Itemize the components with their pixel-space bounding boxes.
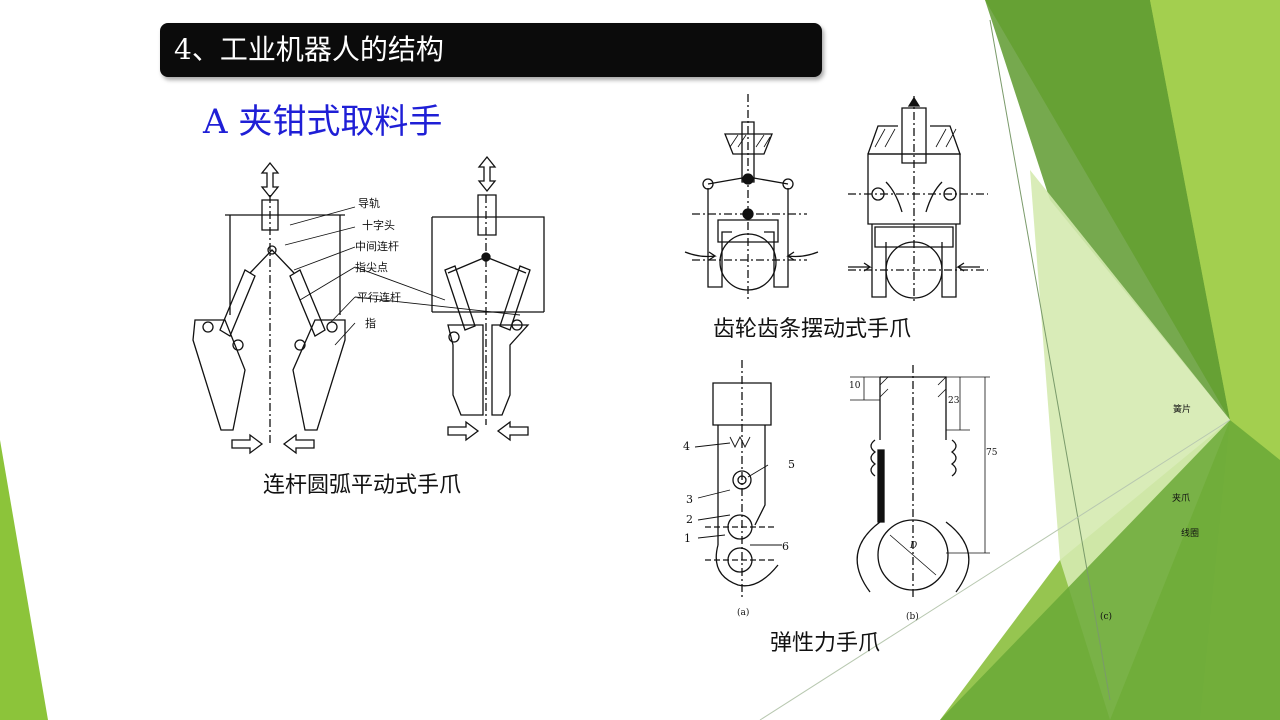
part-number-2: 2: [686, 513, 693, 526]
gripper-body: [432, 217, 544, 312]
dim-lines: [850, 377, 990, 575]
joint: [743, 174, 753, 184]
arrow-left: [848, 263, 870, 271]
close-arrow-right: [498, 422, 528, 440]
deco-thin-line: [989, 19, 1111, 701]
pivot: [295, 340, 305, 350]
slide-title: 4、工业机器人的结构: [174, 33, 444, 66]
hook-jaw: [716, 545, 778, 586]
close-arrow-left: [232, 435, 262, 453]
part-number-6: 6: [782, 540, 789, 553]
finger-left: [448, 325, 483, 415]
part-number-1: 1: [684, 532, 691, 545]
side-label-clamp: 夹爪: [1172, 494, 1191, 504]
dimension-75: 75: [986, 448, 998, 458]
close-arrow-right: [284, 435, 314, 453]
caption-elastic-gripper: 弹性力手爪: [770, 631, 881, 656]
label-parallel-link: 平行连杆: [357, 291, 401, 304]
deco-thin-line: [759, 419, 1231, 720]
elastic-gripper-diagram: [690, 355, 1010, 610]
pivot: [327, 322, 337, 332]
pivot: [512, 320, 522, 330]
hatch: [730, 135, 770, 147]
parallel-link: [220, 270, 325, 336]
finger-left: [193, 320, 245, 430]
spring: [730, 437, 750, 447]
pivot: [449, 332, 459, 342]
jaw-body: [875, 227, 953, 247]
caption-linkage-gripper: 连杆圆弧平动式手爪: [263, 473, 462, 498]
body: [718, 220, 778, 242]
side-label-leaf-spring: 簧片: [1173, 405, 1192, 415]
dimension-23: 23: [948, 396, 960, 406]
label-finger: 指: [365, 317, 376, 330]
up-down-arrow: [479, 157, 495, 191]
part-number-3: 3: [686, 493, 693, 506]
rotate-arrow-right: [788, 252, 818, 260]
housing-side: [868, 154, 960, 224]
workpiece: [720, 234, 776, 290]
leaf-spring: [878, 450, 884, 522]
sub-label-b: (b): [906, 612, 919, 622]
green-band-left-edge: [0, 440, 48, 720]
side-label-coil: 线圈: [1181, 529, 1200, 539]
dimension-10: 10: [849, 381, 861, 391]
part-number-4: 4: [683, 440, 690, 453]
sub-label-a: (a): [737, 608, 750, 618]
gripper-body: [225, 215, 345, 315]
rack-pinion-gripper-diagram: [680, 92, 990, 302]
jaw-left: [708, 188, 732, 287]
coil-spring: [871, 440, 956, 476]
part-number-5: 5: [788, 458, 795, 471]
close-arrow-left: [448, 422, 478, 440]
finger-right: [492, 325, 528, 415]
pivot: [203, 322, 213, 332]
guide-rail: [478, 195, 496, 235]
jaw-right: [764, 188, 788, 287]
slide-subtitle: A 夹钳式取料手: [203, 102, 443, 142]
green-band-dark: [985, 0, 1230, 420]
part-leaders: [695, 443, 782, 545]
workpiece: [878, 520, 948, 590]
roller: [728, 515, 752, 539]
pivot-spring: [738, 476, 746, 484]
arrow-right: [958, 263, 980, 271]
middle-link: [250, 250, 294, 273]
up-arrow: [909, 98, 919, 106]
roller: [728, 548, 752, 572]
sub-label-c: (c): [1100, 612, 1113, 622]
parallel-link: [445, 266, 530, 330]
middle-link: [448, 257, 526, 273]
caption-rack-pinion-gripper: 齿轮齿条摆动式手爪: [713, 317, 912, 342]
green-band-bottom: [940, 420, 1280, 720]
hatch: [880, 377, 946, 397]
pivot-spring: [733, 471, 751, 489]
rotate-arrow-left: [685, 252, 715, 260]
jaw-left: [872, 224, 886, 297]
label-crosshead: 十字头: [362, 219, 395, 232]
horizontal-axis: [848, 194, 988, 270]
label-fingertip-point: 指尖点: [355, 261, 388, 274]
jaw-right: [942, 224, 956, 297]
linkage-gripper-diagram: [190, 155, 550, 465]
label-middle-link: 中间连杆: [355, 240, 399, 253]
leader-lines: [285, 207, 520, 345]
gripper-body: [718, 425, 765, 545]
up-down-arrow: [262, 163, 278, 197]
horizontal-axis: [692, 214, 807, 260]
horizontal-axis: [705, 527, 775, 560]
housing-hatched: [725, 134, 772, 154]
dimension-d: D: [910, 541, 918, 551]
elastic-jaws: [857, 522, 969, 592]
title-bar: 4、工业机器人的结构: [160, 23, 822, 77]
piston-rod: [902, 108, 926, 163]
mount-block: [713, 383, 771, 425]
crosshead-joint: [268, 246, 276, 254]
pivot: [233, 340, 243, 350]
hatch: [875, 129, 956, 147]
label-guide-rail: 导轨: [358, 197, 380, 210]
finger-right: [293, 320, 345, 430]
